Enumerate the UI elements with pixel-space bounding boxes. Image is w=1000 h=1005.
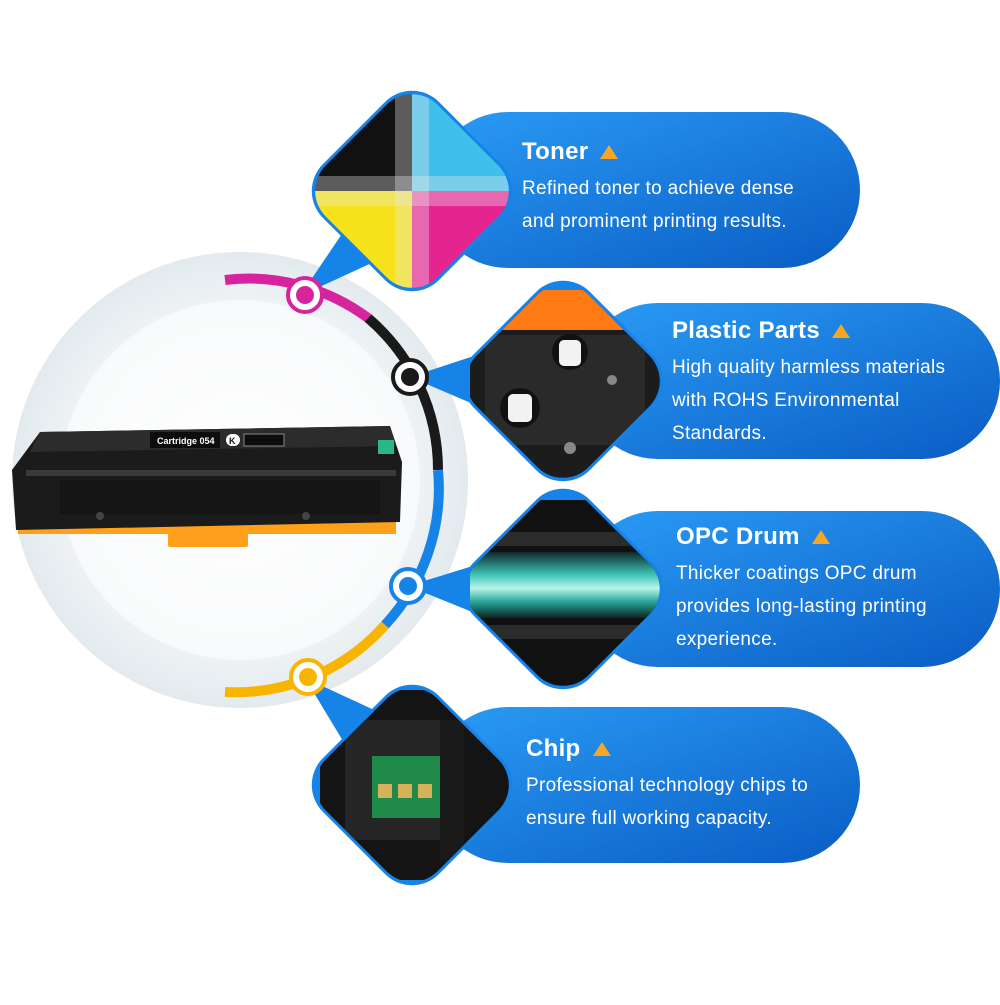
triangle-up-icon [831,324,850,338]
feature-title: Toner [522,138,589,165]
triangle-up-icon [592,742,611,756]
feature-toner: Toner Refined toner to achieve dense and… [522,138,794,238]
cartridge-color-badge: K [229,436,236,446]
feature-plastic-parts: Plastic Parts High quality harmless mate… [672,317,945,450]
feature-desc-line: and prominent printing results. [522,211,787,232]
toner-cartridge: Cartridge 054 K [12,426,402,547]
feature-desc-line: ensure full working capacity. [526,808,772,829]
dot-black [391,358,429,396]
feature-chip: Chip Professional technology chips to en… [526,735,808,835]
cartridge-label: Cartridge 054 [157,436,215,446]
triangle-up-icon [811,530,830,544]
feature-desc-line: Standards. [672,423,767,444]
feature-desc-line: provides long-lasting printing [676,596,927,617]
dot-magenta [286,276,324,314]
feature-desc-line: High quality harmless materials [672,357,946,378]
dot-blue [389,567,427,605]
feature-title: Chip [526,735,581,762]
arc-blue [381,469,444,629]
feature-desc-line: Thicker coatings OPC drum [676,563,917,584]
feature-title: Plastic Parts [672,317,820,344]
feature-opc-drum: OPC Drum Thicker coatings OPC drum provi… [676,523,927,656]
feature-title: OPC Drum [676,523,800,550]
feature-desc-line: Refined toner to achieve dense [522,178,795,199]
feature-desc-line: experience. [676,629,778,650]
feature-desc-line: Professional technology chips to [526,775,809,796]
dot-yellow [289,658,327,696]
feature-desc-line: with ROHS Environmental [672,390,900,411]
triangle-up-icon [600,145,619,159]
